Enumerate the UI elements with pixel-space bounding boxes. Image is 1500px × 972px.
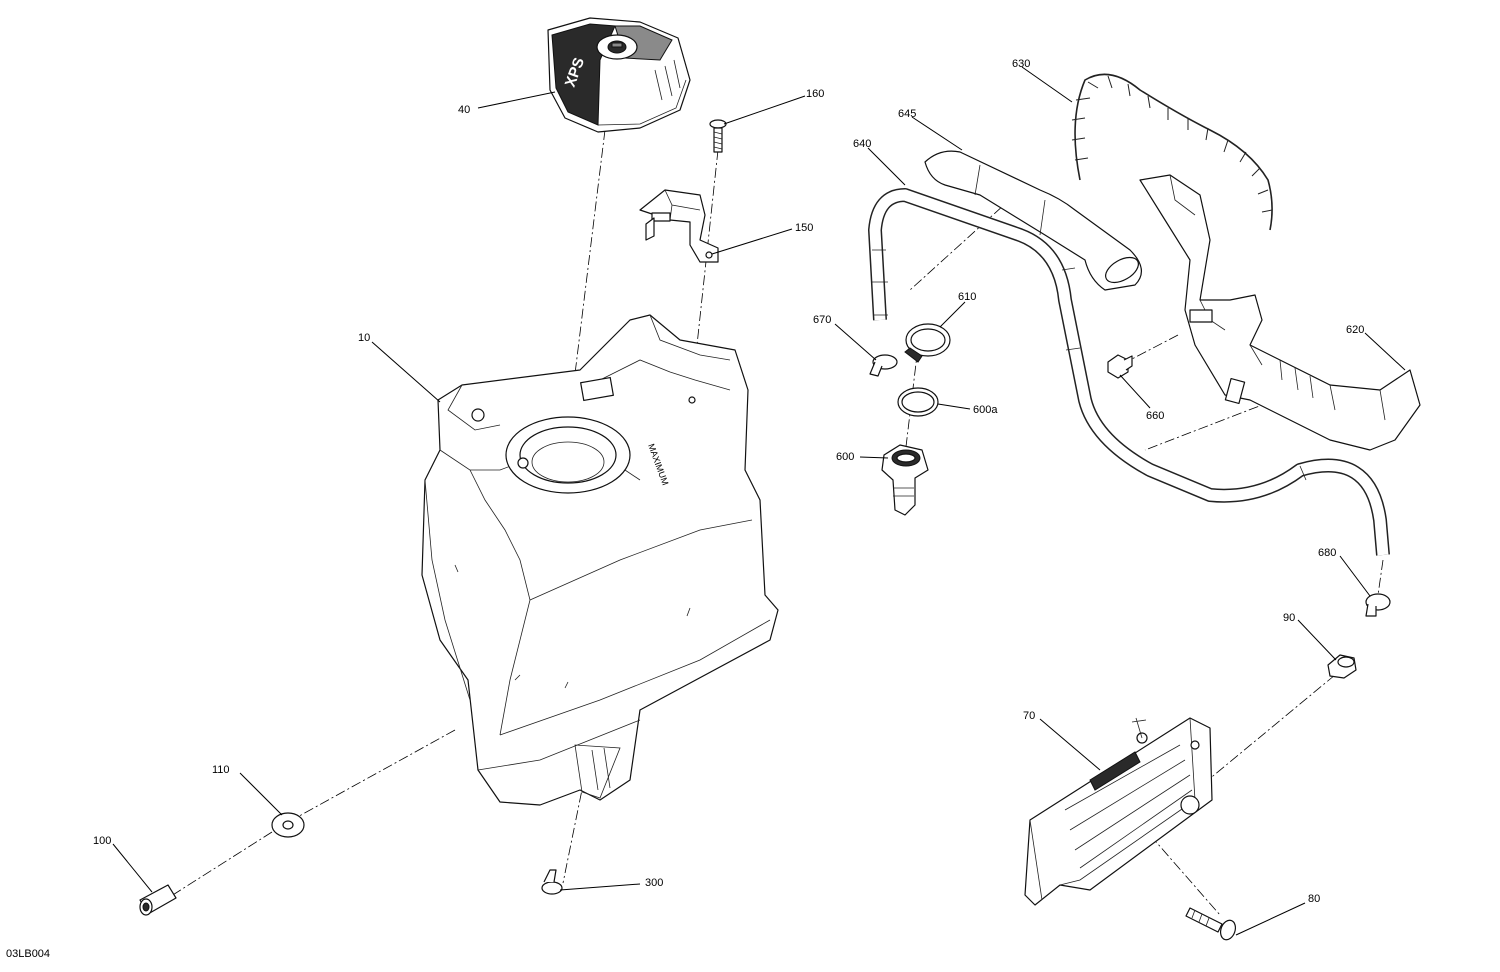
leader-lines — [112, 66, 1406, 936]
fuel-cap-part: XPS — [547, 17, 691, 133]
hose-640-part — [868, 188, 1390, 556]
bracket-150-part — [639, 189, 719, 263]
filler-neck-620-part — [1139, 174, 1421, 451]
callout-70: 70 — [1023, 710, 1035, 722]
callout-90: 90 — [1283, 612, 1295, 624]
callout-600a: 600a — [973, 404, 998, 416]
washer-110-part — [271, 812, 305, 838]
screw-160-part — [709, 119, 727, 153]
reservoir-tank-part: MAXIMUM — [421, 314, 779, 806]
callout-640: 640 — [853, 138, 871, 150]
callout-670: 670 — [813, 314, 831, 326]
callout-110: 110 — [212, 764, 230, 776]
callout-80: 80 — [1308, 893, 1320, 905]
clamp-680-part — [1365, 593, 1391, 617]
screw-80-part — [1185, 907, 1237, 941]
callout-600: 600 — [836, 451, 854, 463]
callout-660: 660 — [1146, 410, 1164, 422]
fitting-600-part — [881, 444, 929, 516]
drawing-code: 03LB004 — [6, 948, 50, 960]
o-ring-600a-part — [897, 387, 939, 417]
callout-630: 630 — [1012, 58, 1030, 70]
callout-300: 300 — [645, 877, 663, 889]
bolt-660-part — [1107, 354, 1133, 379]
callout-610: 610 — [958, 291, 976, 303]
callout-150: 150 — [795, 222, 813, 234]
callout-160: 160 — [806, 88, 824, 100]
callout-100: 100 — [93, 835, 111, 847]
hose-645-part — [924, 150, 1142, 291]
nut-90-part — [1327, 654, 1357, 679]
clamp-300-part — [541, 869, 563, 895]
clamp-610-part — [904, 323, 951, 363]
clamp-670-part — [869, 354, 898, 377]
callout-10: 10 — [358, 332, 370, 344]
callout-645: 645 — [898, 108, 916, 120]
spring-630-part — [1071, 73, 1273, 231]
callout-680: 680 — [1318, 547, 1336, 559]
callout-labels: 40 10 160 150 110 100 300 630 645 640 67… — [93, 58, 1364, 905]
callout-620: 620 — [1346, 324, 1364, 336]
heat-shield-70-part — [1024, 717, 1213, 906]
bolt-100-part — [139, 884, 177, 916]
callout-40: 40 — [458, 104, 470, 116]
